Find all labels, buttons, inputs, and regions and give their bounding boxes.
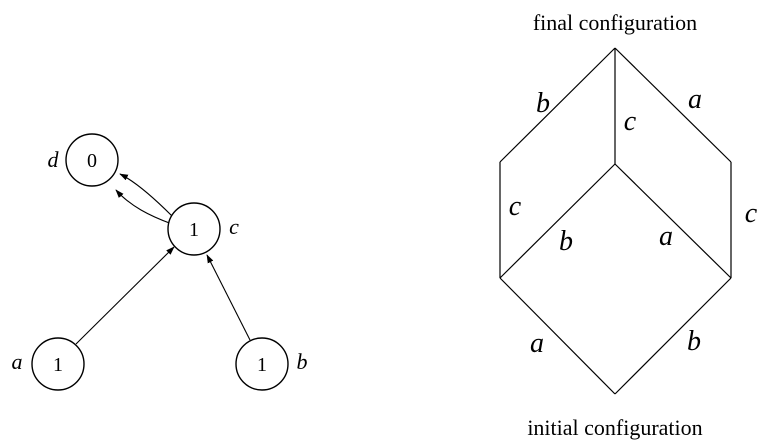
node-a-value: 1 xyxy=(53,354,63,376)
edge-top-right xyxy=(614,47,732,163)
node-d-value: 0 xyxy=(87,150,97,172)
label-inner-left: b xyxy=(559,226,573,257)
node-c-circle xyxy=(167,202,221,256)
node-a-label: a xyxy=(12,349,23,374)
node-d-label: d xyxy=(48,147,60,172)
caption-final-configuration: final configuration xyxy=(533,10,697,35)
node-c: 1 c xyxy=(167,202,239,256)
right-diagram: final configuration b a c c c b a a b in… xyxy=(499,10,757,440)
label-inner-right: a xyxy=(659,221,673,252)
node-d: 0 d xyxy=(48,133,119,187)
label-top-left: b xyxy=(536,88,550,119)
label-top-right: a xyxy=(688,84,702,115)
label-bottom-left: a xyxy=(530,328,544,359)
caption-initial-configuration: initial configuration xyxy=(527,415,702,440)
edge-a-to-c xyxy=(75,246,175,345)
edge-c-to-d-upper xyxy=(119,173,173,217)
left-graph: 0 d 1 c 1 a 1 b xyxy=(12,133,308,391)
node-c-label: c xyxy=(229,214,239,239)
label-left-vertical: c xyxy=(509,191,522,222)
label-right-vertical: c xyxy=(745,198,757,229)
label-bottom-right: b xyxy=(687,326,701,357)
node-a-circle xyxy=(31,337,85,391)
edge-c-to-d-lower xyxy=(115,189,173,225)
edge-inner-right xyxy=(614,163,732,279)
node-b-value: 1 xyxy=(257,354,267,376)
node-b-circle xyxy=(235,337,289,391)
node-d-circle xyxy=(65,133,119,187)
edge-top-left xyxy=(499,47,616,163)
edge-inner-left xyxy=(499,163,616,279)
node-a: 1 a xyxy=(12,337,85,391)
edge-bottom-left xyxy=(499,277,616,395)
label-center-vertical: c xyxy=(624,106,637,137)
node-b-label: b xyxy=(297,349,308,374)
node-b: 1 b xyxy=(235,337,308,391)
edge-b-to-c xyxy=(206,254,251,341)
node-c-value: 1 xyxy=(189,219,199,241)
edge-bottom-right xyxy=(614,277,732,395)
